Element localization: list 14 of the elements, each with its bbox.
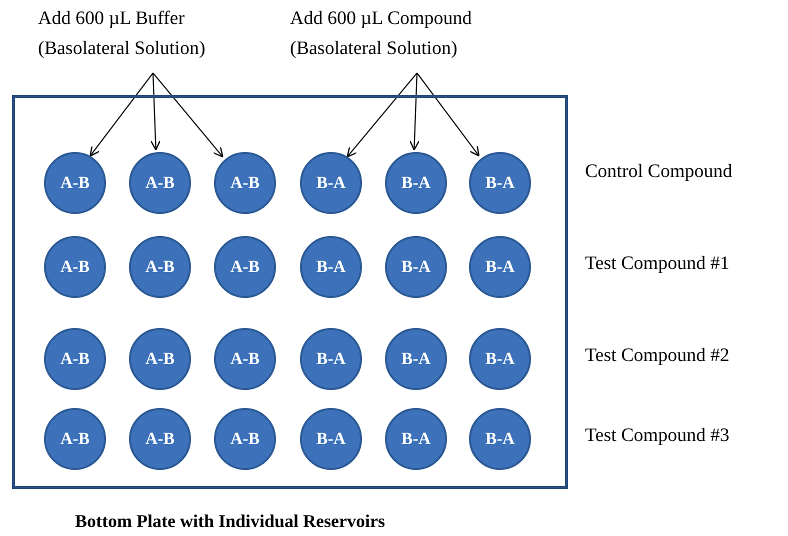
arrow xyxy=(150,72,161,151)
instruction-text: Add 600 µL Compound (Basolateral Solution) xyxy=(290,4,550,64)
arrow xyxy=(409,72,420,151)
plate-box xyxy=(12,95,568,489)
arrow xyxy=(346,72,418,158)
arrow xyxy=(416,72,480,157)
row-label: Test Compound #3 xyxy=(585,424,730,448)
instruction-text: Add 600 µL Buffer (Basolateral Solution) xyxy=(38,4,278,64)
arrow xyxy=(90,72,154,157)
row-label: Control Compound xyxy=(585,160,732,184)
row-label: Test Compound #1 xyxy=(585,252,730,276)
caption: Bottom Plate with Individual Reservoirs xyxy=(75,510,385,533)
arrow xyxy=(152,72,224,158)
row-label: Test Compound #2 xyxy=(585,344,730,368)
